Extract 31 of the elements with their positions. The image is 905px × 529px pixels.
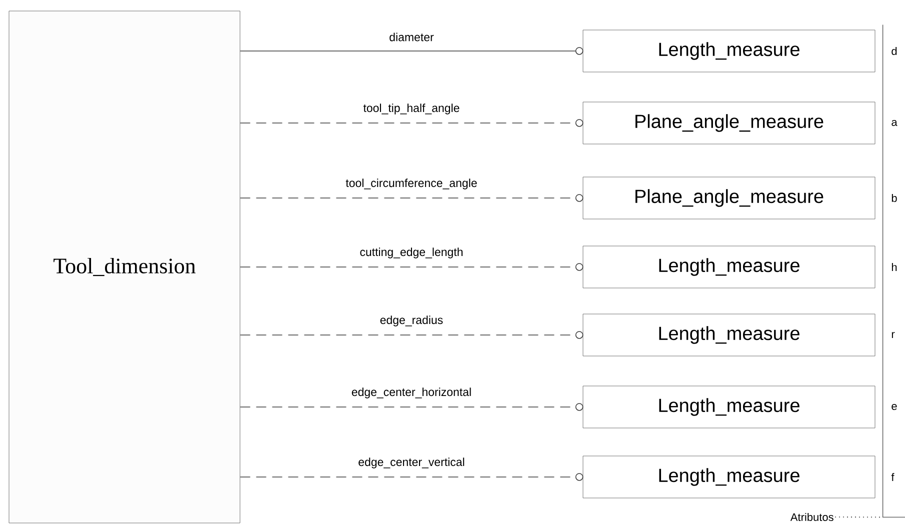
attribute-letter: b [892, 194, 897, 202]
relationship-line [240, 263, 584, 271]
edge-label: tool_tip_half_angle [362, 102, 461, 116]
attribute-letter: r [892, 332, 895, 338]
attribute-letter: h [892, 263, 897, 271]
type-box: Plane_angle_measure [582, 176, 876, 220]
relationship-line [240, 194, 584, 202]
attribute-letter: e [892, 404, 897, 410]
edge-label: edge_center_horizontal [350, 386, 473, 400]
relationship-line [240, 119, 584, 127]
entity-box: Tool_dimension [8, 10, 240, 524]
attribute-letter: f [891, 473, 894, 481]
relationship-line [240, 403, 584, 411]
relationship-line [240, 47, 584, 55]
attribute-letter: a [892, 120, 898, 126]
type-box: Length_measure [582, 314, 876, 356]
edge-label: cutting_edge_length [358, 246, 464, 260]
edge-label: tool_circumference_angle [344, 178, 478, 190]
bracket [882, 24, 905, 518]
relationship-line [240, 331, 584, 339]
type-box: Length_measure [582, 246, 876, 288]
edge-label: diameter [388, 32, 435, 42]
annotation-label: Atributos [790, 512, 834, 522]
attribute-letter: d [892, 46, 897, 56]
edge-label: edge_center_vertical [357, 456, 466, 470]
edge-label: edge_radius [378, 314, 444, 328]
type-box: Length_measure [582, 456, 876, 498]
type-box: Plane_angle_measure [582, 102, 876, 144]
relationship-line [240, 473, 584, 481]
type-box: Length_measure [582, 386, 876, 428]
type-box: Length_measure [582, 30, 876, 72]
